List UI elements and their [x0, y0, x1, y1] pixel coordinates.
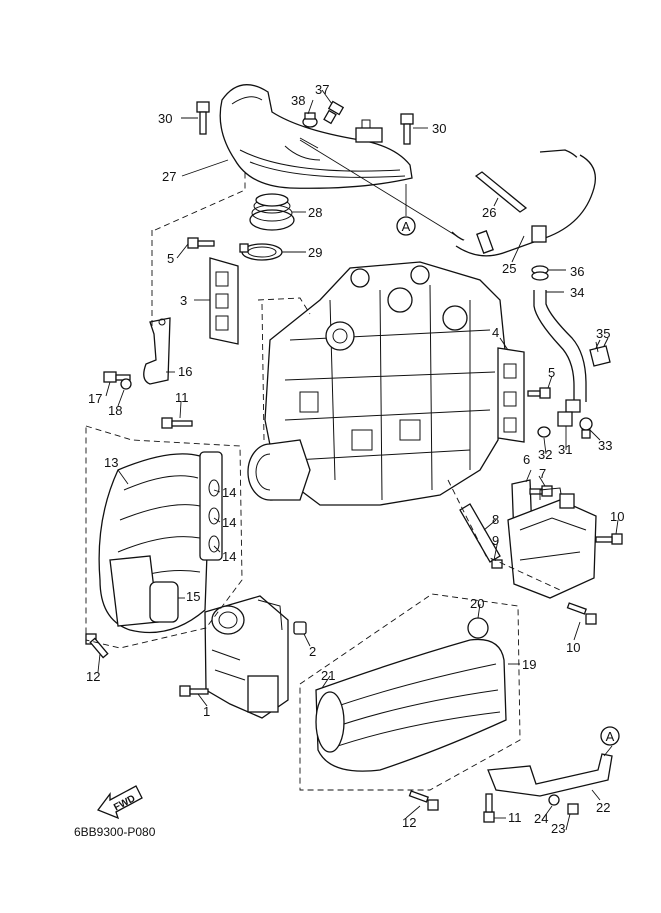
- fuel-rail-3: [209, 257, 239, 345]
- fitting-31: [557, 399, 581, 427]
- callout-5-left: 5: [167, 251, 174, 266]
- callout-9: 9: [492, 533, 499, 548]
- leader-lines: [97, 89, 619, 831]
- callout-38: 38: [291, 93, 305, 108]
- cylinder-block: [264, 261, 506, 506]
- bolt-10-upper: [595, 533, 623, 545]
- bracket-22: [487, 753, 613, 797]
- bolt-30-right: [400, 113, 414, 145]
- callout-3: 3: [180, 293, 187, 308]
- fwd-arrow-icon: FWD: [96, 785, 143, 820]
- callout-36: 36: [570, 264, 584, 279]
- vapor-separator: [507, 487, 597, 599]
- callout-17: 17: [88, 391, 102, 406]
- callout-34: 34: [570, 285, 584, 300]
- callout-14-b: 14: [222, 515, 236, 530]
- callout-32: 32: [538, 447, 552, 462]
- callout-28: 28: [308, 205, 322, 220]
- callout-2: 2: [309, 644, 316, 659]
- clamp-29: [239, 243, 283, 261]
- hose-34: [533, 290, 587, 402]
- callout-10-upper: 10: [610, 509, 624, 524]
- washer-24: [548, 794, 560, 806]
- callout-33: 33: [598, 438, 612, 453]
- bolt-33: [579, 417, 593, 439]
- callout-13: 13: [104, 455, 118, 470]
- holder-35: [589, 337, 611, 367]
- breather-hose-25: [451, 149, 597, 257]
- callout-24: 24: [534, 811, 548, 826]
- gasket-15: [149, 581, 179, 623]
- callout-16: 16: [178, 364, 192, 379]
- callout-25: 25: [502, 261, 516, 276]
- bolt-5-right: [527, 387, 551, 399]
- callout-4: 4: [492, 325, 499, 340]
- callout-8: 8: [492, 512, 499, 527]
- bolt-9: [491, 559, 503, 569]
- intake-manifold-21: [315, 638, 507, 772]
- starter-pulley: [247, 439, 311, 501]
- bracket-16: [143, 317, 171, 385]
- bolt-7: [529, 485, 553, 497]
- intake-boot-28: [249, 193, 295, 231]
- oring-32: [537, 426, 551, 438]
- bolt-12-left: [85, 633, 109, 659]
- gaskets-14: [199, 451, 223, 561]
- callout-35: 35: [596, 326, 610, 341]
- callout-30-right: 30: [432, 121, 446, 136]
- callout-37: 37: [315, 82, 329, 97]
- callout-14-c: 14: [222, 549, 236, 564]
- callout-30-left: 30: [158, 111, 172, 126]
- bolt-1: [179, 685, 209, 697]
- callout-26: 26: [482, 205, 496, 220]
- callout-11-left: 11: [175, 390, 189, 405]
- callout-31: 31: [558, 442, 572, 457]
- fuel-rail-4: [497, 347, 525, 443]
- callout-23: 23: [551, 821, 565, 836]
- intake-manifold-13: [98, 453, 211, 634]
- svg-text:A: A: [606, 729, 615, 744]
- callout-12-lower: 12: [402, 815, 416, 830]
- cable-tie-26: [474, 171, 528, 213]
- callout-12-left: 12: [86, 669, 100, 684]
- callout-7: 7: [539, 466, 546, 481]
- callout-15: 15: [186, 589, 200, 604]
- callout-21: 21: [321, 668, 335, 683]
- bolt-10-lower: [566, 602, 597, 625]
- callout-29: 29: [308, 245, 322, 260]
- callout-5-right: 5: [548, 365, 555, 380]
- bolt-5-top: [187, 237, 215, 249]
- collar-2: [293, 621, 307, 635]
- callout-19: 19: [522, 657, 536, 672]
- throttle-body: [204, 595, 289, 719]
- oring-20: [467, 617, 489, 639]
- callout-20: 20: [470, 596, 484, 611]
- callout-6: 6: [523, 452, 530, 467]
- bolt-11-lower: [483, 793, 495, 823]
- assembly-outlines: [85, 170, 561, 791]
- bolt-23: [567, 803, 579, 815]
- ref-marker-a-top: A: [396, 216, 416, 236]
- intake-silencer-cover: [219, 84, 413, 189]
- fitting-37: [323, 100, 345, 125]
- svg-text:A: A: [402, 219, 411, 234]
- callout-27: 27: [162, 169, 176, 184]
- bolt-12-lower: [408, 790, 439, 811]
- callout-11-lower: 11: [508, 810, 522, 825]
- callout-18: 18: [108, 403, 122, 418]
- callout-labels: 1 2 3 4 5 5 6 7 8 9 10 10 11 11 12 12 13…: [86, 82, 624, 836]
- figure-code: 6BB9300-P080: [74, 825, 156, 839]
- clamp-36: [531, 265, 549, 281]
- callout-14-a: 14: [222, 485, 236, 500]
- bolt-11-left: [161, 417, 193, 429]
- grommet-38: [302, 112, 318, 128]
- callout-1: 1: [203, 704, 210, 719]
- washer-18: [120, 378, 132, 390]
- callout-22: 22: [596, 800, 610, 815]
- callout-10-lower: 10: [566, 640, 580, 655]
- bolt-30-left: [196, 101, 210, 135]
- ref-marker-a-bottom: A: [600, 726, 620, 746]
